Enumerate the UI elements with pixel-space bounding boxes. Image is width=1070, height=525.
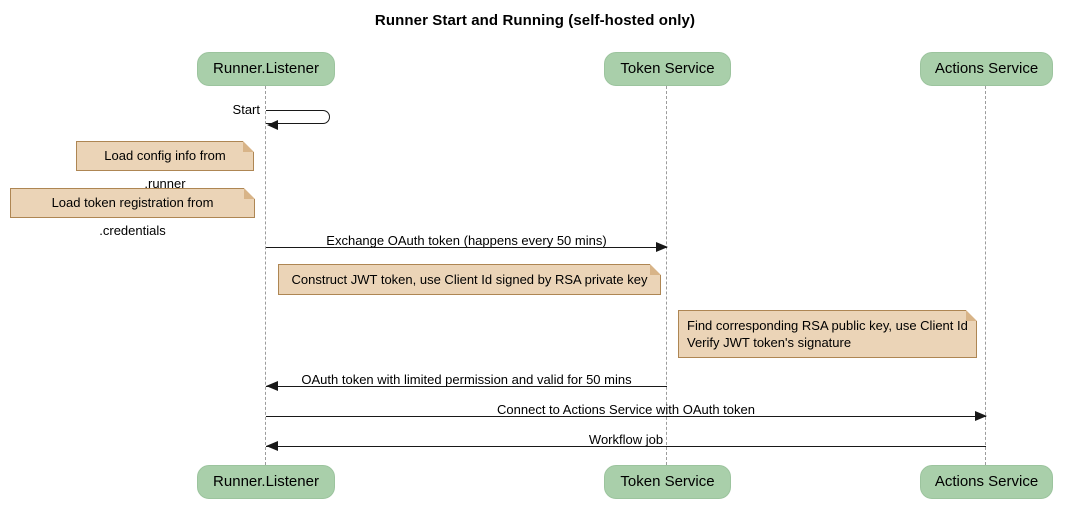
- message-exchange-oauth-label: Exchange OAuth token (happens every 50 m…: [326, 233, 607, 248]
- message-connect-label: Connect to Actions Service with OAuth to…: [497, 402, 755, 417]
- participant-actions-service-top: Actions Service: [920, 52, 1053, 86]
- arrowhead-right-icon: [656, 242, 668, 252]
- note-verify-jwt: Find corresponding RSA public key, use C…: [678, 310, 977, 358]
- message-workflow-job-label: Workflow job: [588, 432, 664, 447]
- note-construct-jwt: Construct JWT token, use Client Id signe…: [278, 264, 661, 295]
- note-verify-jwt-line1: Find corresponding RSA public key, use C…: [687, 318, 968, 333]
- arrowhead-left-icon: [266, 441, 278, 451]
- participant-runner-listener-bottom: Runner.Listener: [197, 465, 335, 499]
- diagram-title: Runner Start and Running (self-hosted on…: [374, 12, 696, 29]
- message-workflow-job-line: [266, 446, 986, 447]
- message-start-label: Start: [232, 102, 260, 117]
- note-load-config: Load config info from .runner: [76, 141, 254, 191]
- message-oauth-return-line: [266, 386, 667, 387]
- participant-actions-service-bottom: Actions Service: [920, 465, 1053, 499]
- note-verify-jwt-line2: Verify JWT token's signature: [687, 335, 852, 350]
- message-oauth-return-label: OAuth token with limited permission and …: [301, 372, 632, 387]
- participant-token-service-bottom: Token Service: [604, 465, 731, 499]
- note-load-token-registration: Load token registration from .credential…: [10, 188, 255, 238]
- message-connect-line: [266, 416, 986, 417]
- participant-token-service-top: Token Service: [604, 52, 731, 86]
- lifeline-actions-service: [985, 86, 986, 465]
- lifeline-token-service: [666, 86, 667, 465]
- arrowhead-left-icon: [267, 120, 278, 130]
- participant-runner-listener-top: Runner.Listener: [197, 52, 335, 86]
- arrowhead-right-icon: [975, 411, 987, 421]
- arrowhead-left-icon: [266, 381, 278, 391]
- message-exchange-oauth-line: [266, 247, 667, 248]
- lifeline-runner-listener: [265, 86, 266, 465]
- self-message-loop: [266, 110, 330, 124]
